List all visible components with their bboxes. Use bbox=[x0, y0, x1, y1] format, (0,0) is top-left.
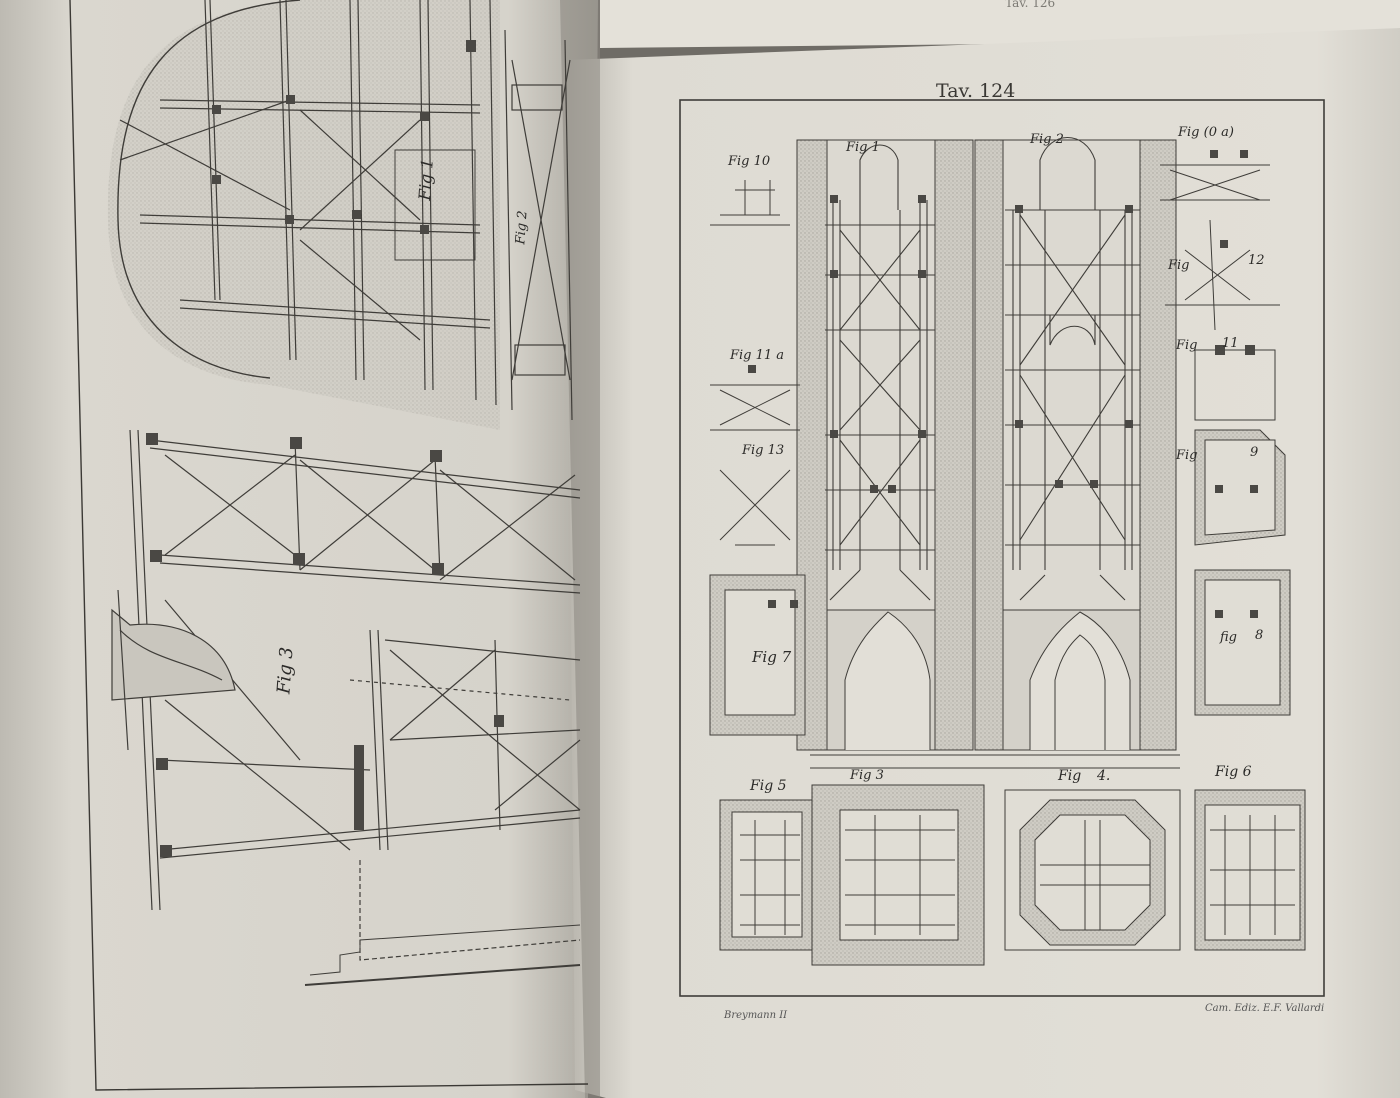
fig-label: Fig 13 bbox=[742, 443, 785, 458]
fig-label: 9 bbox=[1250, 445, 1259, 460]
fig-label: 4. bbox=[1097, 768, 1111, 784]
fig-label: fig bbox=[1220, 630, 1237, 645]
fig-label: Fig 5 bbox=[750, 778, 787, 794]
left-fig-label: Fig 3 bbox=[273, 646, 298, 695]
fig-label: 8 bbox=[1255, 628, 1264, 643]
fig-label: 12 bbox=[1248, 253, 1265, 268]
fig-label: Fig 1 bbox=[846, 140, 880, 155]
credit-right: Cam. Ediz. E.F. Vallardi bbox=[1205, 1003, 1325, 1014]
fig-label: Fig bbox=[1176, 448, 1198, 463]
fig-label: Fig 7 bbox=[752, 648, 792, 666]
fig-label: Fig 11 a bbox=[730, 348, 785, 363]
fig-label: Fig bbox=[1058, 768, 1082, 784]
fig-label: Fig bbox=[1176, 338, 1198, 353]
fig-label: Fig bbox=[1168, 258, 1190, 273]
back-page-number: Tav. 126 bbox=[1005, 0, 1056, 10]
credit-left: Breymann II bbox=[724, 1010, 788, 1021]
fig-label: Fig 3 bbox=[850, 768, 884, 783]
fig-label: Fig 10 bbox=[728, 154, 771, 169]
left-fig-label: Fig 1 bbox=[414, 158, 437, 201]
fig-label: Fig (0 a) bbox=[1178, 125, 1234, 140]
fig-label: Fig 2 bbox=[1030, 132, 1064, 147]
plate-title: Tav. 124 bbox=[936, 80, 1016, 102]
fig-label: Fig 6 bbox=[1215, 764, 1252, 780]
left-fig-label: Fig 2 bbox=[513, 210, 531, 245]
fig-label: 11 bbox=[1222, 336, 1239, 351]
